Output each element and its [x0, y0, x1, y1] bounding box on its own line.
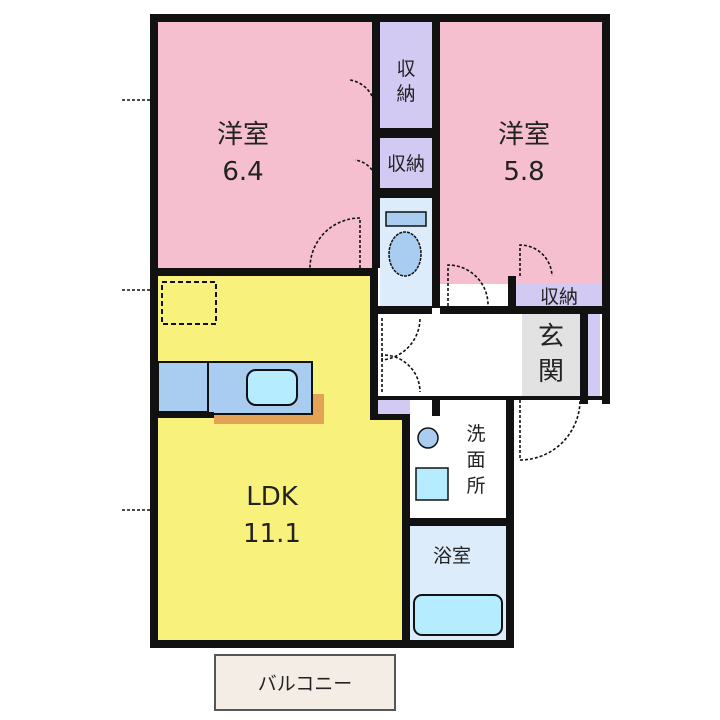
fridge-space — [157, 361, 209, 413]
western-room-2 — [440, 22, 602, 284]
washroom-label-3: 所 — [466, 475, 485, 497]
bathtub-icon — [413, 594, 503, 636]
ldk-room — [158, 276, 402, 640]
walls — [150, 14, 610, 648]
closet-2-label: 収納 — [387, 153, 425, 175]
closet-1-label-1: 収 — [396, 58, 415, 80]
entrance-label-2: 関 — [538, 357, 564, 387]
washroom-label-2: 面 — [466, 449, 485, 471]
closet-1 — [380, 22, 432, 128]
closet-2 — [380, 138, 432, 188]
ldk-size: 11.1 — [243, 519, 301, 549]
doors — [120, 79, 581, 511]
shoe-closet — [588, 314, 600, 396]
sink-icon — [246, 369, 298, 406]
entrance — [522, 314, 580, 396]
hallway — [378, 314, 520, 396]
western-room-2-name: 洋室 — [498, 120, 550, 150]
western-room-1-size: 6.4 — [222, 157, 263, 187]
ldk-name: LDK — [246, 482, 299, 512]
toilet-icon — [388, 231, 422, 277]
western-room-2-size: 5.8 — [503, 157, 544, 187]
balcony-label: バルコニー — [258, 673, 353, 695]
washing-machine-icon — [415, 467, 449, 501]
western-room-1 — [158, 22, 372, 268]
closet-1-label-2: 納 — [396, 83, 415, 105]
washbasin-icon — [417, 427, 439, 449]
closet-3-label: 収納 — [540, 286, 578, 308]
entrance-label-1: 玄 — [538, 322, 564, 352]
balcony — [214, 654, 396, 711]
western-room-1-name: 洋室 — [217, 120, 269, 150]
closet-3 — [516, 284, 602, 308]
toilet-tank — [385, 211, 427, 227]
washroom-label-1: 洗 — [466, 423, 485, 445]
storage-hatch — [161, 281, 217, 325]
bathroom-label: 浴室 — [433, 545, 471, 567]
